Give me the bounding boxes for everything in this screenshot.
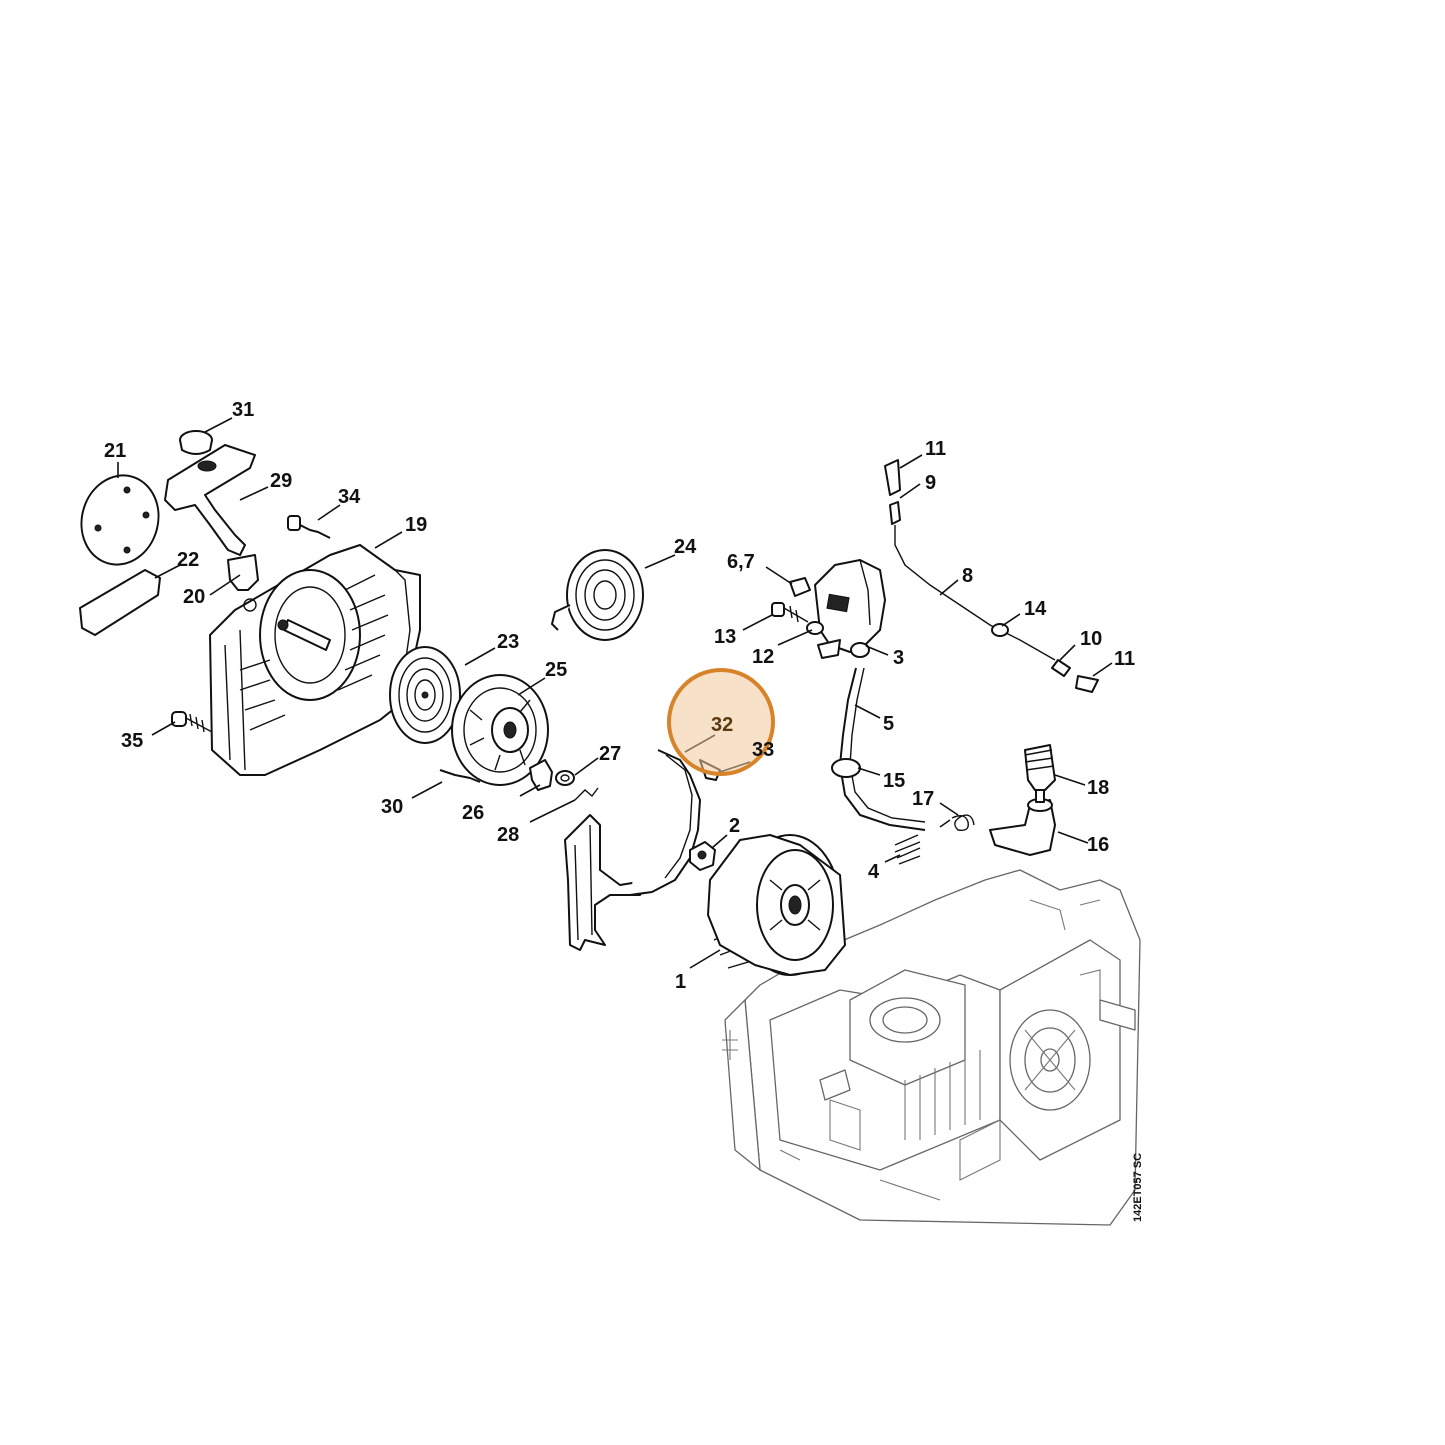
plug-boot-part: [989, 798, 1056, 856]
label-part-19[interactable]: 19: [405, 514, 427, 536]
screw-part-34: [287, 515, 331, 539]
label-part-14[interactable]: 14: [1024, 598, 1047, 620]
label-part-4[interactable]: 4: [868, 861, 880, 883]
label-part-25[interactable]: 25: [545, 659, 567, 681]
screw-part-13: [771, 602, 809, 623]
highlight-circle[interactable]: [667, 668, 775, 776]
label-part-34[interactable]: 34: [338, 486, 361, 508]
label-part-27[interactable]: 27: [599, 743, 621, 765]
label-part-17[interactable]: 17: [912, 788, 934, 810]
cover-disc-part: [80, 474, 160, 566]
label-part-18[interactable]: 18: [1087, 777, 1109, 799]
label-part-33[interactable]: 33: [752, 739, 774, 761]
label-part-22[interactable]: 22: [177, 549, 199, 571]
starter-grip-part: [164, 444, 256, 556]
cap-part: [179, 430, 213, 455]
spring-part-17: [939, 814, 975, 832]
spring-clip-part: [574, 787, 599, 801]
wire-assembly-part: [884, 459, 1099, 693]
label-part-5[interactable]: 5: [883, 713, 894, 735]
part-labels: 1 2 3 4 5 6,7 8 9 10 11 11 12 13 14 15 1…: [104, 399, 1135, 993]
label-part-30[interactable]: 30: [381, 796, 403, 818]
air-guide-part: [564, 749, 721, 951]
label-part-29[interactable]: 29: [270, 470, 292, 492]
label-part-12[interactable]: 12: [752, 646, 774, 668]
label-part-20[interactable]: 20: [183, 586, 205, 608]
ignition-module-part: [814, 559, 886, 659]
label-part-15[interactable]: 15: [883, 770, 905, 792]
engine-crankcase: [722, 869, 1141, 1226]
pawl-part: [529, 759, 553, 791]
label-part-31[interactable]: 31: [232, 399, 254, 421]
washer-part-27: [555, 770, 575, 786]
label-part-10[interactable]: 10: [1080, 628, 1102, 650]
flywheel-part: [707, 834, 846, 976]
label-part-16[interactable]: 16: [1087, 834, 1109, 856]
label-part-26[interactable]: 26: [462, 802, 484, 824]
spring-part-4: [894, 834, 921, 865]
label-part-8[interactable]: 8: [962, 565, 973, 587]
label-part-2[interactable]: 2: [729, 815, 740, 837]
spark-plug-part: [1024, 744, 1056, 803]
plate-part: [79, 569, 161, 636]
rope-guide-part: [227, 554, 259, 591]
rope-rotor-part: [439, 674, 549, 786]
screw-part-35: [171, 711, 213, 733]
label-part-21[interactable]: 21: [104, 440, 126, 462]
label-part-23[interactable]: 23: [497, 631, 519, 653]
rewind-spring-part: [389, 646, 461, 744]
label-part-3[interactable]: 3: [893, 647, 904, 669]
label-part-11-right[interactable]: 11: [1114, 648, 1135, 670]
spring-part-24: [551, 549, 644, 641]
label-part-1[interactable]: 1: [675, 971, 686, 993]
label-part-32[interactable]: 32: [711, 714, 733, 736]
fan-housing-part: [209, 544, 421, 776]
label-part-28[interactable]: 28: [497, 824, 519, 846]
label-part-6-7[interactable]: 6,7: [727, 551, 755, 573]
label-part-11-top[interactable]: 11: [925, 438, 946, 460]
label-part-13[interactable]: 13: [714, 626, 736, 648]
leader-lines: [117, 417, 1113, 969]
washer-part-12: [806, 621, 824, 635]
nut-part: [689, 841, 716, 871]
clip-part-67: [789, 577, 811, 597]
drawing-code: 142ET057 SC: [1132, 1153, 1144, 1222]
label-part-9[interactable]: 9: [925, 472, 936, 494]
label-part-24[interactable]: 24: [674, 536, 697, 558]
label-part-35[interactable]: 35: [121, 730, 143, 752]
